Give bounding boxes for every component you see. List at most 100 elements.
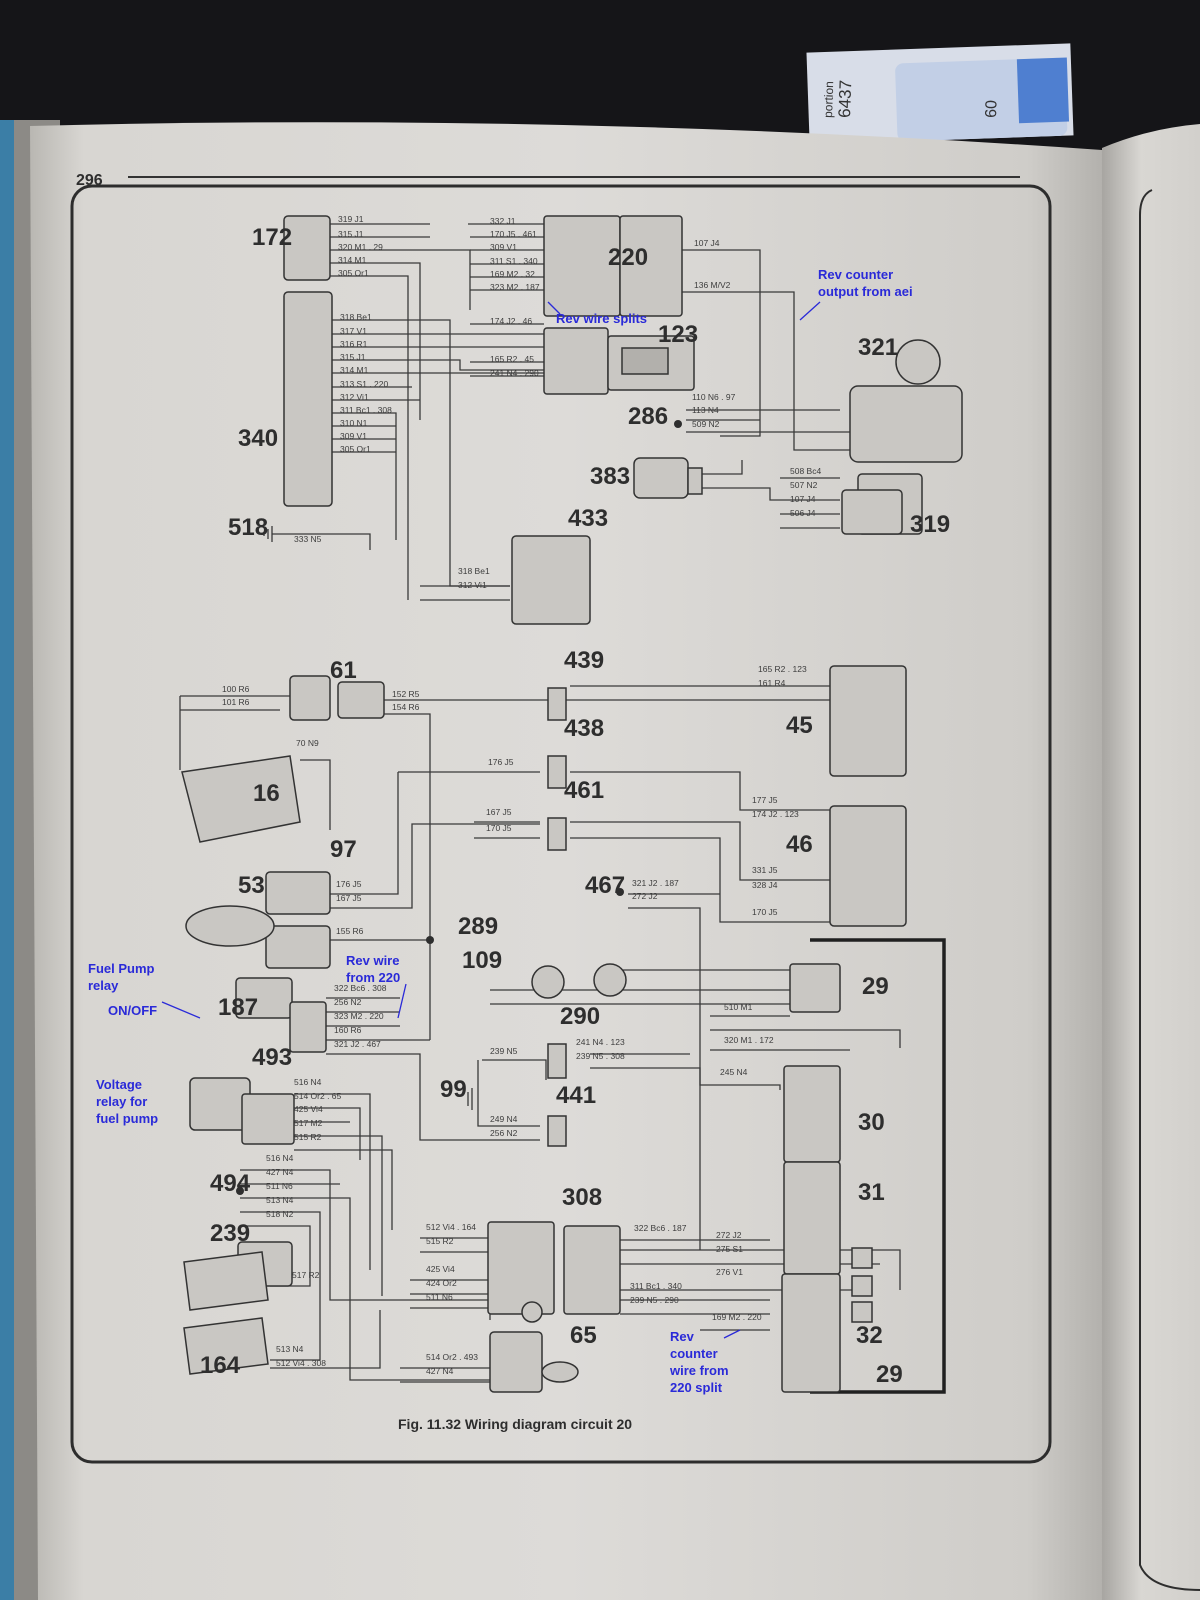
component-label-61: 61 — [330, 657, 357, 684]
wiring-drawing — [161, 215, 963, 1394]
component-label-286: 286 — [628, 403, 668, 430]
note-fuel-pump-relay: Fuel Pump relay — [88, 961, 155, 993]
wire-tag: 101 R6 — [222, 697, 250, 707]
wire-tag: 249 N4 — [490, 1114, 518, 1124]
wire-tag: 174 J2 . 123 — [752, 809, 799, 819]
component-label-53: 53 — [238, 872, 265, 899]
wire-tag: 176 J5 — [336, 879, 362, 889]
wire-tag: 305 Or1 — [338, 268, 369, 278]
component-label-467: 467 — [585, 872, 625, 899]
wire-tag: 161 R4 — [758, 678, 786, 688]
wire-tag: 311 Bc1 . 340 — [630, 1281, 682, 1291]
wire-tag: 152 R5 — [392, 689, 420, 699]
wire-tag: 317 V1 — [340, 326, 367, 336]
diagram-frame — [70, 184, 1052, 1464]
component-label-308: 308 — [562, 1184, 602, 1211]
wire-tag: 320 M1 . 29 — [338, 242, 383, 252]
wire-tag: 313 S1 . 220 — [340, 379, 388, 389]
wire-tag: 174 J2 . 46 — [490, 316, 532, 326]
sticker-word: portion — [821, 81, 836, 118]
wire-tag: 511 N6 — [266, 1181, 293, 1191]
wire-tag: 113 N4 — [692, 405, 719, 415]
wire-tag: 319 J1 — [338, 214, 364, 224]
wire-tag: 516 N4 — [266, 1153, 294, 1163]
wire-tag: 170 J5 — [486, 823, 512, 833]
component-label-31: 31 — [858, 1179, 885, 1206]
wire-tag: 514 Or2 . 493 — [426, 1352, 478, 1362]
component-label-65: 65 — [570, 1322, 597, 1349]
wire-tag: 165 R2 . 45 — [490, 354, 534, 364]
wire-tag: 425 Vi4 — [426, 1264, 455, 1274]
wire-tag: 508 Bc4 — [790, 466, 821, 476]
wire-tag: 316 R1 — [340, 339, 368, 349]
ticket-sticker — [806, 43, 1074, 145]
component-label-433: 433 — [568, 505, 608, 532]
component-label-289: 289 — [458, 913, 498, 940]
component-label-340: 340 — [238, 425, 278, 452]
wire-tag: 315 J1 — [338, 229, 364, 239]
wire-tag: 515 R2 — [426, 1236, 454, 1246]
right-page — [1102, 124, 1200, 1600]
wire-tag: 315 J1 — [340, 352, 366, 362]
page-number: 296 — [76, 172, 103, 189]
wire-tag: 507 N2 — [790, 480, 818, 490]
wire-tag: 305 Or1 — [340, 444, 371, 454]
component-label-109: 109 — [462, 947, 502, 974]
wire-tag: 320 M1 . 172 — [724, 1035, 774, 1045]
wire-tag: 322 Bc6 . 187 — [634, 1223, 687, 1233]
component-label-239: 239 — [210, 1220, 250, 1247]
wire-tag: 427 N4 — [426, 1366, 454, 1376]
component-label-441: 441 — [556, 1082, 596, 1109]
component-label-32: 32 — [856, 1322, 883, 1349]
wire-tag: 239 N5 . 290 — [630, 1295, 679, 1305]
wire-tag: 176 J5 — [488, 757, 514, 767]
wire-tag: 136 M/V2 — [694, 280, 731, 290]
note-rev-counter-split: Rev counter wire from 220 split — [670, 1329, 729, 1395]
wire-tag: 177 J5 — [752, 795, 778, 805]
wire-tag: 276 V1 — [716, 1267, 743, 1277]
wire-tag: 512 Vi4 . 308 — [276, 1358, 326, 1368]
wire-tag: 321 J2 . 187 — [632, 878, 679, 888]
wire-tag: 256 N2 — [334, 997, 362, 1007]
wire-tag: 241 N4 . 123 — [576, 1037, 625, 1047]
wire-tag: 167 J5 — [486, 807, 512, 817]
component-label-164: 164 — [200, 1352, 241, 1379]
wire-tag: 256 N2 — [490, 1128, 518, 1138]
component-label-46: 46 — [786, 831, 813, 858]
wire-tag: 309 V1 — [490, 242, 517, 252]
book-spine-blue — [0, 120, 14, 1600]
wire-tag: 309 V1 — [340, 431, 367, 441]
wire-tag: 318 Be1 — [340, 312, 372, 322]
note-on-off: ON/OFF — [108, 1003, 158, 1018]
wire-tag: 239 N5 . 308 — [576, 1051, 625, 1061]
component-label-172: 172 — [252, 224, 292, 251]
wire-tag: 322 Bc6 . 308 — [334, 983, 387, 993]
component-label-290: 290 — [560, 1003, 600, 1030]
component-label-518: 518 — [228, 514, 268, 541]
wire-tag: 515 R2 — [294, 1132, 322, 1142]
wire-tag: 70 N9 — [296, 738, 319, 748]
component-label-45: 45 — [786, 712, 813, 739]
note-rev-wire-splits: Rev wire splits — [556, 311, 648, 326]
component-label-187: 187 — [218, 994, 258, 1021]
wire-tag: 272 J2 — [716, 1230, 742, 1240]
wire-tag: 169 M2 . 32 — [490, 269, 535, 279]
component-label-439: 439 — [564, 647, 604, 674]
sticker-code: 60 — [983, 100, 1001, 118]
wire-tag: 513 N4 — [276, 1344, 304, 1354]
wire-tag: 245 N4 — [720, 1067, 748, 1077]
wire-tag: 425 Vi4 — [294, 1104, 323, 1114]
component-label-123: 123 — [658, 321, 698, 348]
wire-tag: 167 J5 — [336, 893, 362, 903]
component-label-493: 493 — [252, 1044, 292, 1071]
wire-tag: 323 M2 . 187 — [490, 282, 540, 292]
wire-tag: 107 J4 — [790, 494, 816, 504]
wire-tag: 333 N5 — [294, 534, 322, 544]
wire-tag: 160 R6 — [334, 1025, 362, 1035]
wire-tag: 154 R6 — [392, 702, 420, 712]
component-label-383: 383 — [590, 463, 630, 490]
component-label-29b: 29 — [876, 1361, 903, 1388]
wire-tag: 311 S1 . 340 — [490, 256, 538, 266]
wire-tag: 155 R6 — [336, 926, 364, 936]
component-label-99: 99 — [440, 1076, 467, 1103]
